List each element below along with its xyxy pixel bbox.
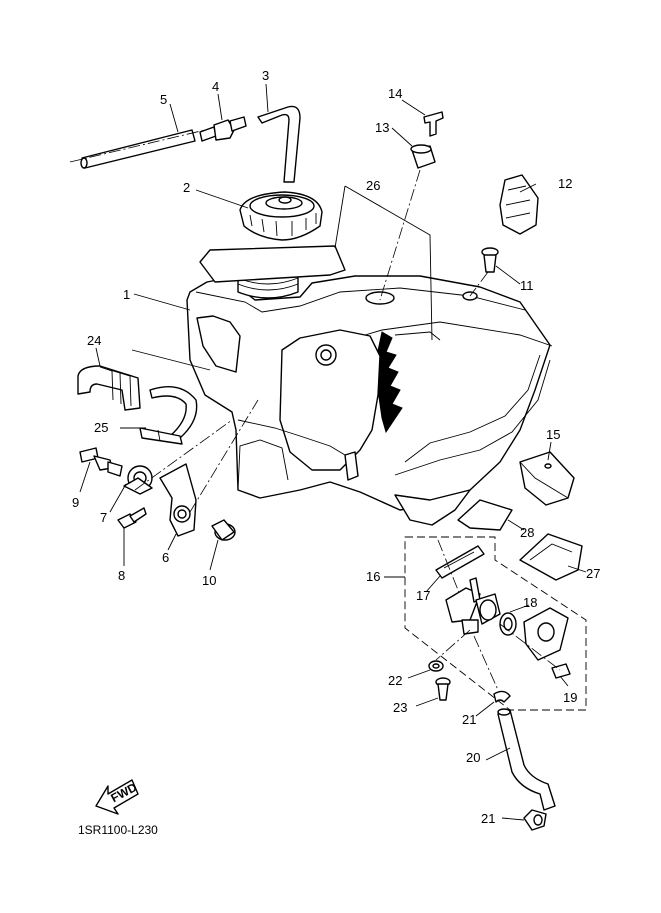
damper-7 [123, 465, 153, 495]
clip-21-upper [493, 690, 511, 703]
washer-22 [428, 660, 444, 672]
leader-lines [79, 83, 587, 821]
callout-18: 18 [523, 595, 537, 610]
screw-23 [435, 677, 451, 701]
callout-17: 17 [416, 588, 430, 603]
collar-10 [211, 519, 236, 541]
gasket-17 [435, 545, 485, 579]
callout-14: 14 [388, 86, 402, 101]
callout-22: 22 [388, 673, 402, 688]
callout-8: 8 [118, 568, 125, 583]
fuel-cap [239, 191, 323, 241]
callout-28: 28 [520, 525, 534, 540]
check-valve [199, 116, 247, 142]
callout-21-upper: 21 [462, 712, 476, 727]
callout-15: 15 [546, 427, 560, 442]
fuel-hose [497, 708, 556, 811]
bracket-6 [159, 463, 197, 537]
fuel-tank [186, 245, 553, 526]
fuel-cock [445, 577, 501, 635]
rubber-band-24 [77, 365, 141, 411]
callout-7: 7 [100, 510, 107, 525]
callout-9: 9 [72, 495, 79, 510]
strap-25 [139, 386, 198, 445]
callout-1: 1 [123, 287, 130, 302]
lever-19 [523, 607, 571, 679]
breather-hose [257, 105, 301, 183]
callout-26: 26 [366, 178, 380, 193]
callout-6: 6 [162, 550, 169, 565]
damper-12 [499, 174, 539, 235]
callout-numbers: 1 2 3 4 5 6 7 8 9 10 11 12 13 14 15 16 1… [72, 68, 600, 826]
callout-23: 23 [393, 700, 407, 715]
callout-12: 12 [558, 176, 572, 191]
bolt-8 [117, 507, 147, 529]
callout-21-lower: 21 [481, 811, 495, 826]
callout-4: 4 [212, 79, 219, 94]
callout-11: 11 [520, 278, 534, 293]
callout-16: 16 [366, 569, 380, 584]
callout-27: 27 [586, 566, 600, 581]
bolt-14 [423, 111, 444, 137]
protector-28 [457, 499, 513, 531]
callout-2: 2 [183, 180, 190, 195]
callout-5: 5 [160, 92, 167, 107]
callout-25: 25 [94, 420, 108, 435]
callout-3: 3 [262, 68, 269, 83]
callout-19: 19 [563, 690, 577, 705]
diagram-code: 1SR1100-L230 [78, 823, 158, 837]
breather-tube [80, 129, 196, 169]
callout-20: 20 [466, 750, 480, 765]
collar-13 [410, 144, 436, 169]
callout-24: 24 [87, 333, 101, 348]
fuel-cock-assembly-box [404, 536, 587, 711]
callout-10: 10 [202, 573, 216, 588]
clip-21-lower [523, 809, 547, 831]
o-ring-18 [499, 612, 517, 636]
guard-15 [519, 451, 575, 506]
fwd-arrow: FWD [95, 779, 139, 815]
bolt-11 [481, 247, 499, 273]
bolt-9 [79, 447, 123, 477]
callout-13: 13 [375, 120, 389, 135]
protector-27 [519, 533, 583, 581]
